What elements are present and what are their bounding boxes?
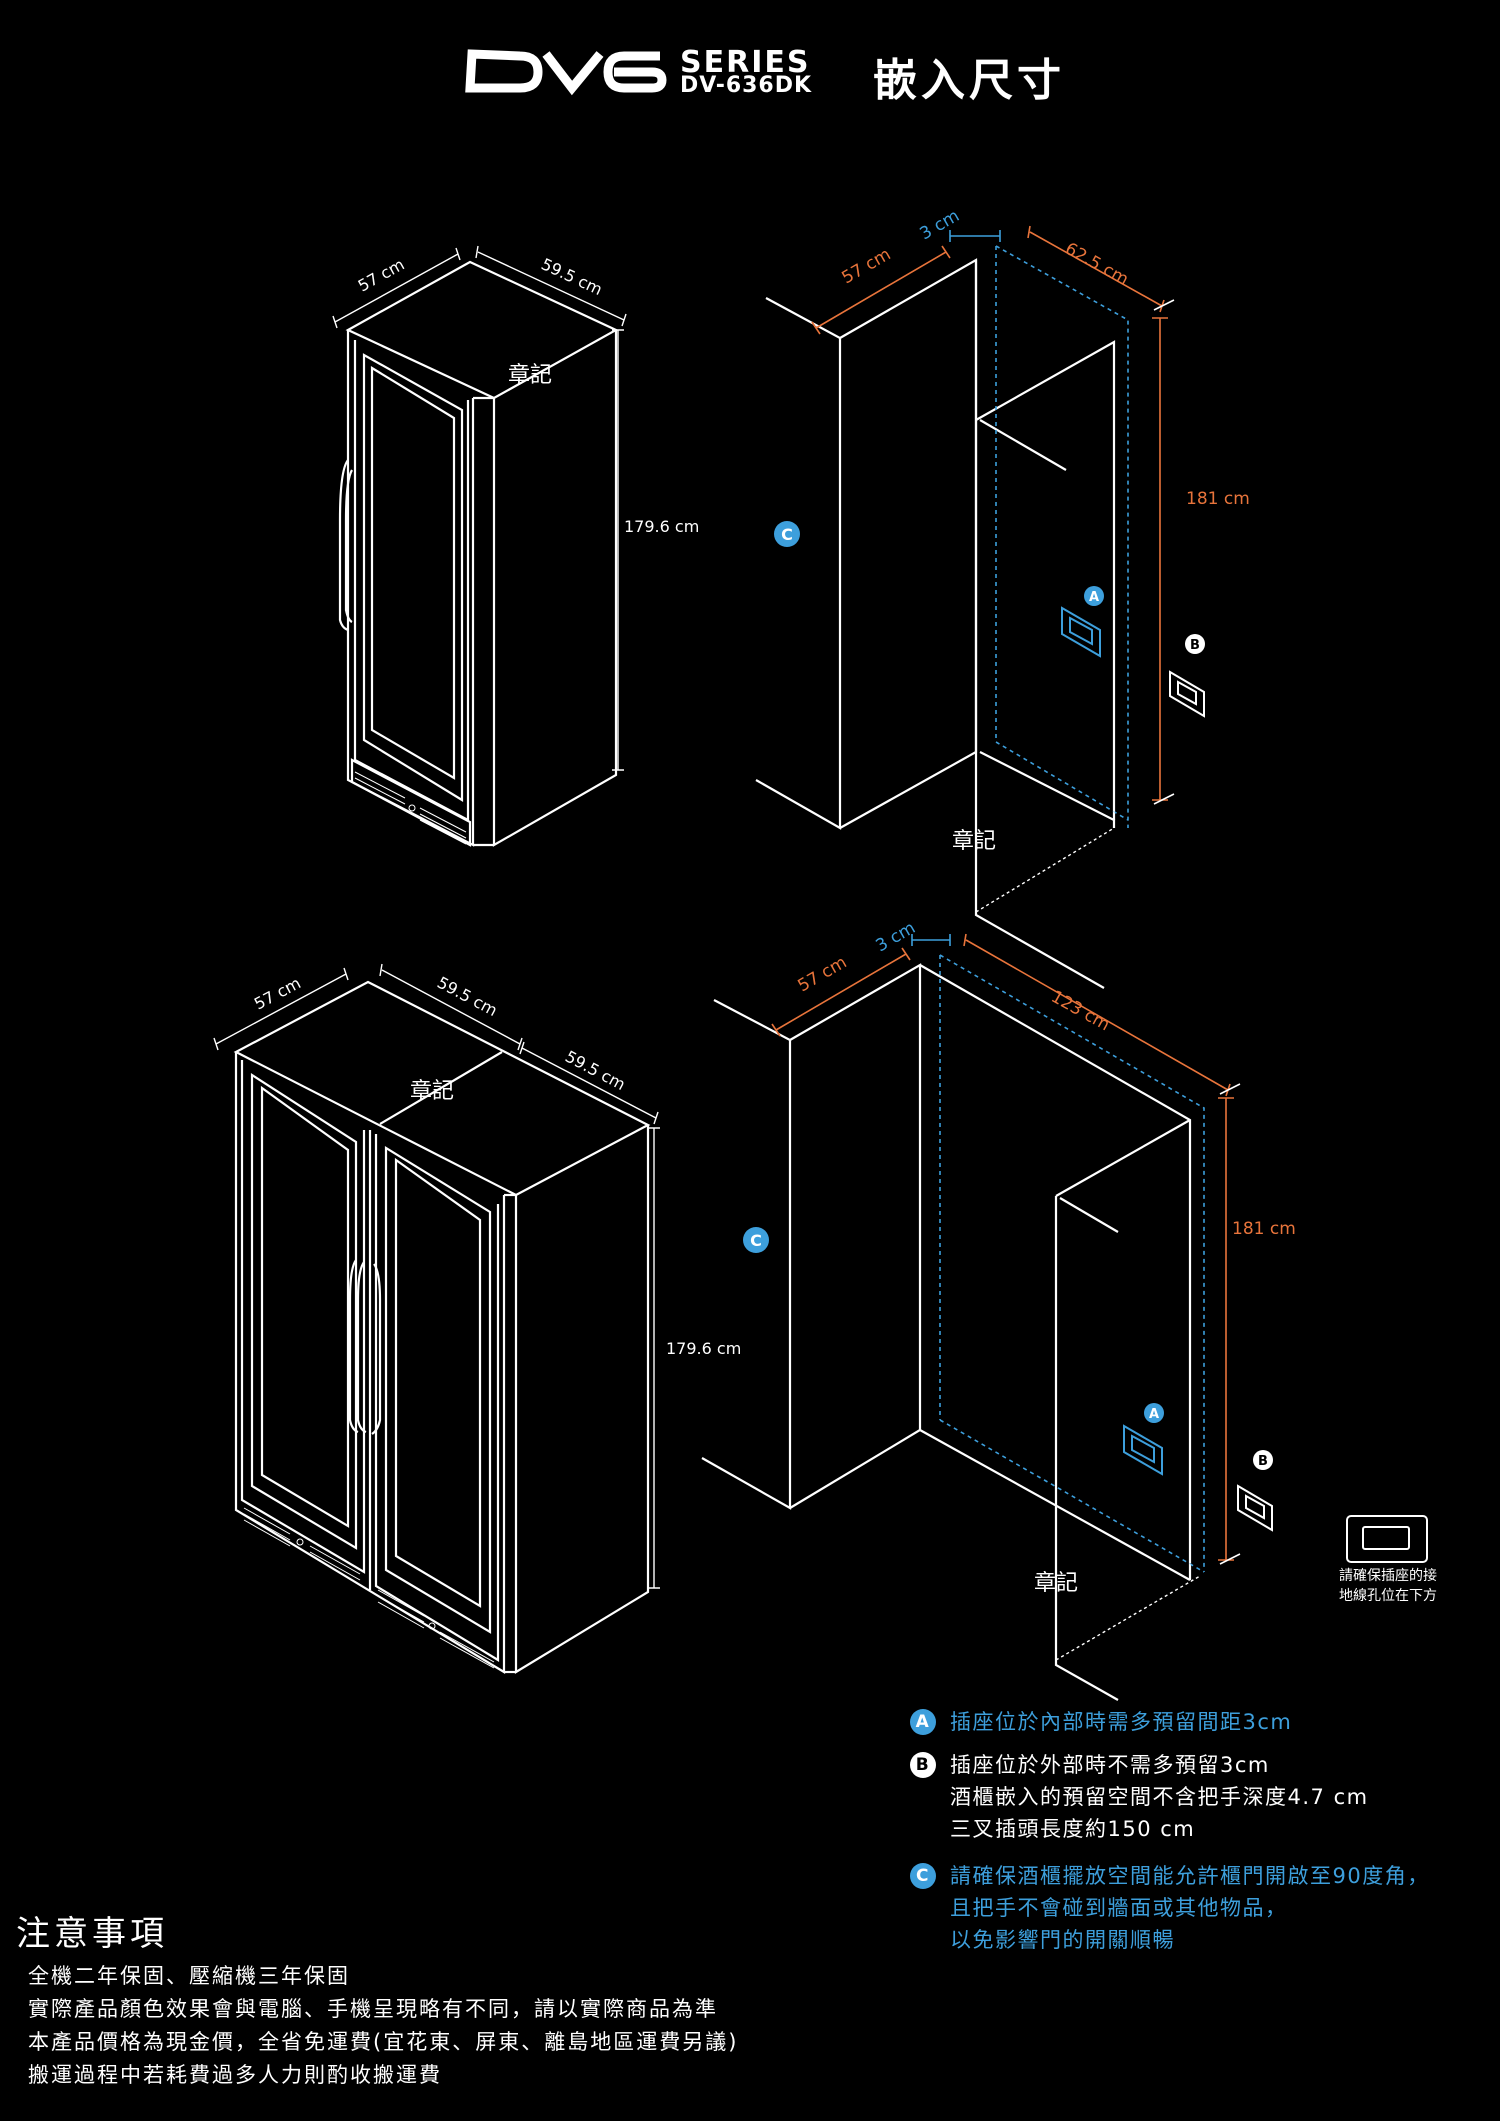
grounded-outlet-icon xyxy=(1346,1515,1428,1563)
single-niche-dashed xyxy=(975,342,1115,913)
single-depth-label: 59.5 cm xyxy=(538,254,605,299)
outlet-socket-icon xyxy=(1362,1526,1410,1550)
double-width-label: 57 cm xyxy=(251,973,304,1013)
legend-b-line-2: 酒櫃嵌入的預留空間不含把手深度4.7 cm xyxy=(950,1785,1369,1809)
single-marker-a: A xyxy=(1084,586,1104,606)
notes-title: 注意事項 xyxy=(16,1914,168,1954)
legend-b-badge: B xyxy=(910,1752,936,1778)
marker-c-label: C xyxy=(781,525,793,544)
double-marker-b: B xyxy=(1253,1450,1273,1470)
marker-b-label-2: B xyxy=(1258,1454,1268,1469)
watermark-4: 章記 xyxy=(1034,1571,1078,1596)
single-width-label: 57 cm xyxy=(355,255,408,296)
legend-c-line-2: 且把手不會碰到牆面或其他物品， xyxy=(950,1896,1288,1920)
legend-a-line-1: 插座位於內部時需多預留間距3cm xyxy=(950,1710,1293,1734)
single-niche-width-label: 57 cm xyxy=(839,245,895,289)
double-outlet-b xyxy=(1237,1484,1273,1532)
double-niche-dashed xyxy=(1055,1120,1201,1661)
outlet-note-line-2: 地線孔位在下方 xyxy=(1339,1588,1437,1604)
page-title: 嵌入尺寸 xyxy=(873,55,1065,106)
notes-line-4: 搬運過程中若耗費過多人力則酌收搬運費 xyxy=(28,2063,442,2087)
single-fridge-drawing xyxy=(338,260,619,847)
double-niche-depth-label: 123 cm xyxy=(1048,987,1113,1035)
single-marker-c: C xyxy=(774,521,800,547)
brand-logo xyxy=(465,49,667,96)
single-marker-b: B xyxy=(1185,634,1205,654)
notes-line-1: 全機二年保固、壓縮機三年保固 xyxy=(28,1964,350,1988)
double-niche-width-label: 57 cm xyxy=(795,953,851,997)
double-depth-a-label: 59.5 cm xyxy=(434,973,500,1020)
watermark-1: 章記 xyxy=(508,363,552,388)
single-niche-height-label: 181 cm xyxy=(1186,489,1250,509)
marker-c-label-2: C xyxy=(750,1231,762,1250)
legend-b-line-1: 插座位於外部時不需多預留3cm xyxy=(950,1753,1270,1777)
double-marker-c: C xyxy=(743,1227,769,1253)
legend-c-line-1: 請確保酒櫃擺放空間能允許櫃門開啟至90度角， xyxy=(950,1864,1430,1888)
marker-b-label: B xyxy=(1190,638,1200,653)
legend-c-badge: C xyxy=(910,1863,936,1889)
series-label: SERIES xyxy=(680,45,810,80)
watermark-2: 章記 xyxy=(952,829,996,854)
model-label: DV-636DK xyxy=(680,73,812,98)
single-fridge-vents xyxy=(354,771,467,845)
single-niche-clearance xyxy=(995,245,1129,828)
double-marker-a: A xyxy=(1144,1403,1164,1423)
double-height-label: 179.6 cm xyxy=(666,1339,741,1358)
single-niche-dim-lines xyxy=(811,225,1175,805)
legend-b-line-3: 三叉插頭長度約150 cm xyxy=(950,1817,1196,1841)
single-niche-walls xyxy=(755,258,1116,989)
notes-list: 全機二年保固、壓縮機三年保固 實際產品顏色效果會與電腦、手機呈現略有不同，請以實… xyxy=(28,1960,738,2092)
double-outlet-a xyxy=(1123,1424,1163,1476)
watermark-3: 章記 xyxy=(410,1079,454,1104)
single-outlet-b xyxy=(1169,670,1205,718)
double-fridge-dim-lines xyxy=(213,963,660,1589)
outlet-note: 請確保插座的接 地線孔位在下方 xyxy=(1318,1566,1458,1606)
marker-a-label: A xyxy=(1089,590,1099,605)
double-niche-height-label: 181 cm xyxy=(1232,1219,1296,1239)
single-niche-depth-label: 62.5 cm xyxy=(1062,239,1132,290)
double-niche-gap-label: 3 cm xyxy=(873,918,919,956)
single-height-label: 179.6 cm xyxy=(624,517,699,536)
marker-a-label-2: A xyxy=(1149,1407,1159,1422)
legend-a-badge: A xyxy=(910,1709,936,1735)
notes-line-2: 實際產品顏色效果會與電腦、手機呈現略有不同，請以實際商品為準 xyxy=(28,1997,718,2021)
double-fridge-vents xyxy=(243,1507,495,1669)
single-niche-gap-label: 3 cm xyxy=(917,206,963,244)
notes-line-3: 本產品價格為現金價，全省免運費(宜花東、屏東、離島地區運費另議) xyxy=(28,2030,739,2054)
double-niche-walls xyxy=(701,963,1192,1701)
outlet-note-line-1: 請確保插座的接 xyxy=(1339,1568,1437,1584)
double-niche-dim-lines xyxy=(771,933,1241,1565)
single-outlet-a xyxy=(1061,606,1101,658)
double-niche-clearance xyxy=(939,954,1205,1573)
single-fridge-dim-lines xyxy=(332,245,627,771)
legend-c-line-3: 以免影響門的開關順暢 xyxy=(950,1928,1175,1952)
double-fridge-drawing xyxy=(233,980,651,1674)
